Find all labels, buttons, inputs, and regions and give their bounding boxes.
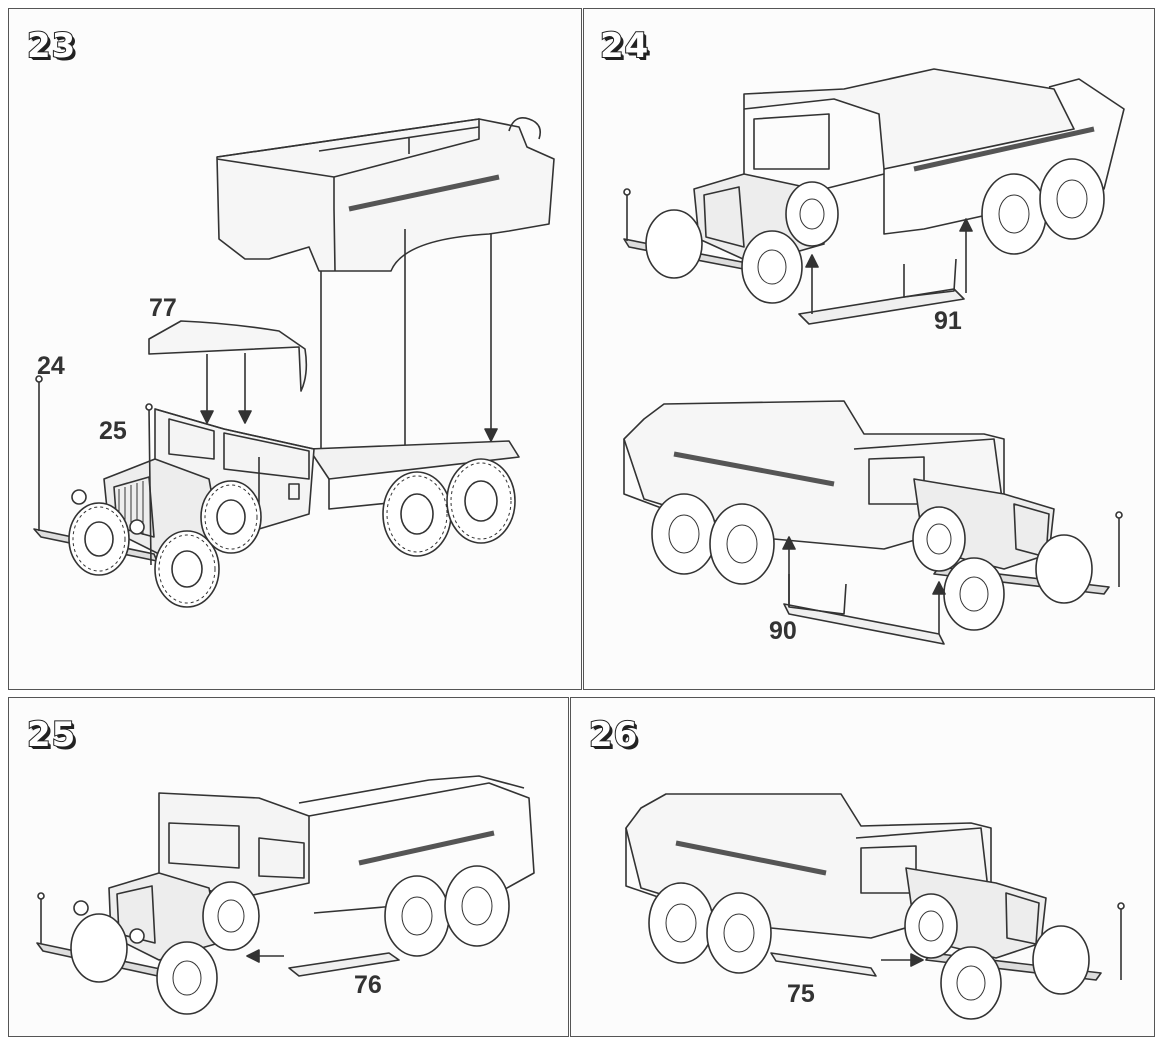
step-number: 23 (26, 26, 77, 66)
part-label-90: 90 (769, 617, 797, 645)
step-24-panel: 24 (583, 8, 1155, 690)
step-26-drawing (625, 793, 1125, 1020)
part-label-25: 25 (99, 417, 127, 445)
step-24-drawing (623, 68, 1125, 645)
step-23-drawing (33, 117, 555, 608)
part-label-91: 91 (934, 307, 962, 335)
part-label-24: 24 (37, 352, 65, 380)
step-number: 26 (588, 715, 639, 755)
step-25-drawing (36, 775, 535, 1015)
step-number: 24 (599, 26, 650, 66)
step-25-panel: 25 (8, 697, 569, 1037)
part-label-77: 77 (149, 294, 177, 322)
step-number: 25 (26, 715, 77, 755)
part-label-76: 76 (354, 971, 382, 999)
part-label-75: 75 (787, 980, 815, 1008)
step-23-panel: 23 (8, 8, 582, 690)
step-26-panel: 26 (570, 697, 1155, 1037)
